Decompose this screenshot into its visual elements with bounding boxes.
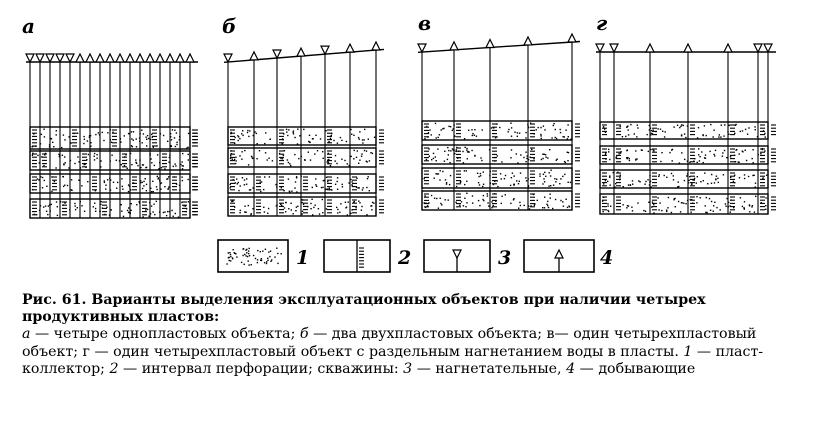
reservoir-layer	[599, 169, 769, 189]
production-well-icon	[145, 52, 155, 63]
production-well-icon	[567, 32, 577, 43]
caption-text-run: 2	[109, 360, 119, 377]
caption-text-run: — два двухпластовых объекта; в— один чет…	[22, 326, 757, 360]
production-well-icon	[523, 35, 533, 46]
legend-item-1: 1	[217, 239, 309, 273]
caption-text-run: а	[22, 326, 31, 343]
injection-well-icon	[65, 53, 75, 64]
injection-well-icon	[55, 53, 65, 64]
caption-text-run: б	[299, 326, 309, 343]
injection-well-icon	[320, 45, 330, 56]
panel-letter: а	[22, 14, 35, 38]
production-well-icon	[75, 52, 85, 63]
injection-well-icon	[35, 53, 45, 64]
production-well-icon	[723, 42, 733, 53]
legend-item-3: 3	[423, 239, 511, 273]
caption-text-run: 3	[403, 360, 413, 377]
injection-well-icon	[417, 43, 427, 54]
production-well-icon	[175, 52, 185, 63]
panels: а б в г	[22, 11, 776, 219]
ground-surface	[417, 40, 581, 53]
figure: а б в г 1 2 3 4	[22, 11, 776, 273]
legend-number: 2	[397, 247, 411, 269]
caption-text-run: — четыре однопластовых объекта;	[30, 326, 300, 343]
production-well-icon	[371, 40, 381, 51]
production-well-icon	[645, 42, 655, 53]
legend-number: 1	[296, 247, 309, 269]
legend-number: 3	[498, 247, 511, 269]
injection-well-icon	[753, 43, 763, 54]
panel-2: б	[222, 14, 385, 217]
reservoir-layer	[599, 145, 769, 165]
legend: 1 2 3 4	[217, 239, 613, 273]
injection-well-icon	[45, 53, 55, 64]
production-well-icon	[115, 52, 125, 63]
production-well-icon	[155, 52, 165, 63]
production-well-icon	[95, 52, 105, 63]
panel-3: в	[417, 11, 581, 211]
legend-number: 4	[600, 247, 613, 269]
caption-text-run: — интервал перфорации; скважины:	[118, 360, 404, 377]
caption-title: Рис. 61. Варианты выделения эксплуатацио…	[22, 292, 706, 326]
legend-item-4: 4	[523, 239, 613, 273]
production-well-icon	[165, 52, 175, 63]
production-well-icon	[485, 38, 495, 49]
production-well-icon	[249, 50, 259, 61]
panel-letter: г	[596, 11, 608, 35]
caption-text-run: 1	[683, 343, 693, 360]
production-well-icon	[345, 42, 355, 53]
production-well-icon	[683, 42, 693, 53]
caption-text-run: — добывающие	[575, 360, 696, 377]
panel-letter: в	[418, 11, 431, 35]
panel-4: г	[595, 11, 776, 215]
injection-well-icon	[609, 43, 619, 54]
caption-text-run: — нагнетательные,	[412, 360, 567, 377]
panel-letter: б	[222, 14, 236, 38]
injection-well-icon	[272, 49, 282, 60]
injection-well-icon	[595, 43, 605, 54]
production-well-icon	[449, 40, 459, 51]
caption-text-run: 4	[566, 360, 576, 377]
panel-1: а	[22, 14, 198, 219]
injection-well-icon	[25, 53, 35, 64]
figure-caption: Рис. 61. Варианты выделения эксплуатацио…	[22, 292, 802, 378]
injection-well-icon	[452, 249, 462, 260]
injection-well-icon	[763, 43, 773, 54]
production-well-icon	[105, 52, 115, 63]
caption-body: а — четыре однопластовых объекта; б — дв…	[22, 326, 802, 378]
production-well-icon	[135, 52, 145, 63]
production-well-icon	[125, 52, 135, 63]
legend-item-2: 2	[323, 239, 411, 273]
caption-text-run: — пласт-коллектор;	[22, 343, 764, 377]
injection-well-icon	[223, 53, 233, 64]
production-well-icon	[185, 52, 195, 63]
production-well-icon	[85, 52, 95, 63]
production-well-icon	[296, 46, 306, 57]
production-well-icon	[554, 248, 564, 259]
